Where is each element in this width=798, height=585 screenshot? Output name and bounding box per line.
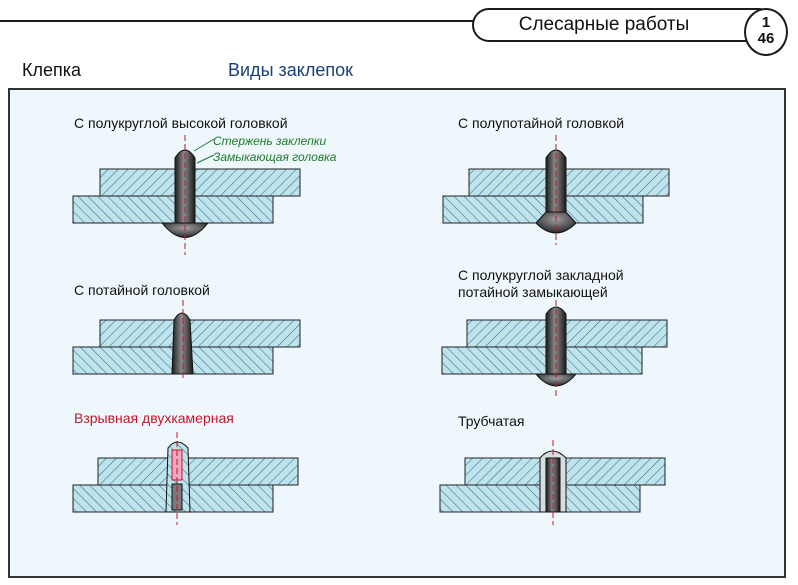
page-number-badge: 1 46: [744, 8, 788, 56]
callout-closing-head: Замыкающая головка: [213, 150, 337, 164]
header-rule: [0, 20, 480, 22]
rivet-label-inset-line2: потайной замыкающей: [458, 284, 608, 300]
rivet-label-semi-countersunk: С полупотайной головкой: [458, 115, 625, 131]
callout-shank: Стержень заклепки: [213, 134, 327, 148]
topic-title: Виды заклепок: [228, 60, 353, 80]
rivet-label-half-round-high: С полукруглой высокой головкой: [74, 115, 288, 131]
rivet-diagram-semi-countersunk: [442, 135, 670, 245]
page-number-bottom: 46: [757, 30, 775, 47]
page-number-top: 1: [761, 14, 771, 31]
rivet-diagram-countersunk: [72, 300, 301, 378]
rivet-label-explosive: Взрывная двухкамерная: [74, 410, 234, 426]
header-title: Слесарные работы: [518, 14, 690, 35]
rivet-diagram-tubular: [439, 440, 666, 525]
rivet-diagram-explosive: [72, 432, 299, 525]
rivet-label-inset-line1: С полукруглой закладной: [458, 267, 624, 283]
header-banner: Слесарные работы: [472, 8, 776, 42]
rivet-label-tubular: Трубчатая: [458, 413, 525, 429]
rivet-diagram-half-round-high: [72, 135, 301, 255]
rivet-diagram-inset-countersunk: [441, 300, 668, 398]
section-title: Клепка: [22, 60, 82, 80]
rivet-label-countersunk: С потайной головкой: [74, 282, 210, 298]
